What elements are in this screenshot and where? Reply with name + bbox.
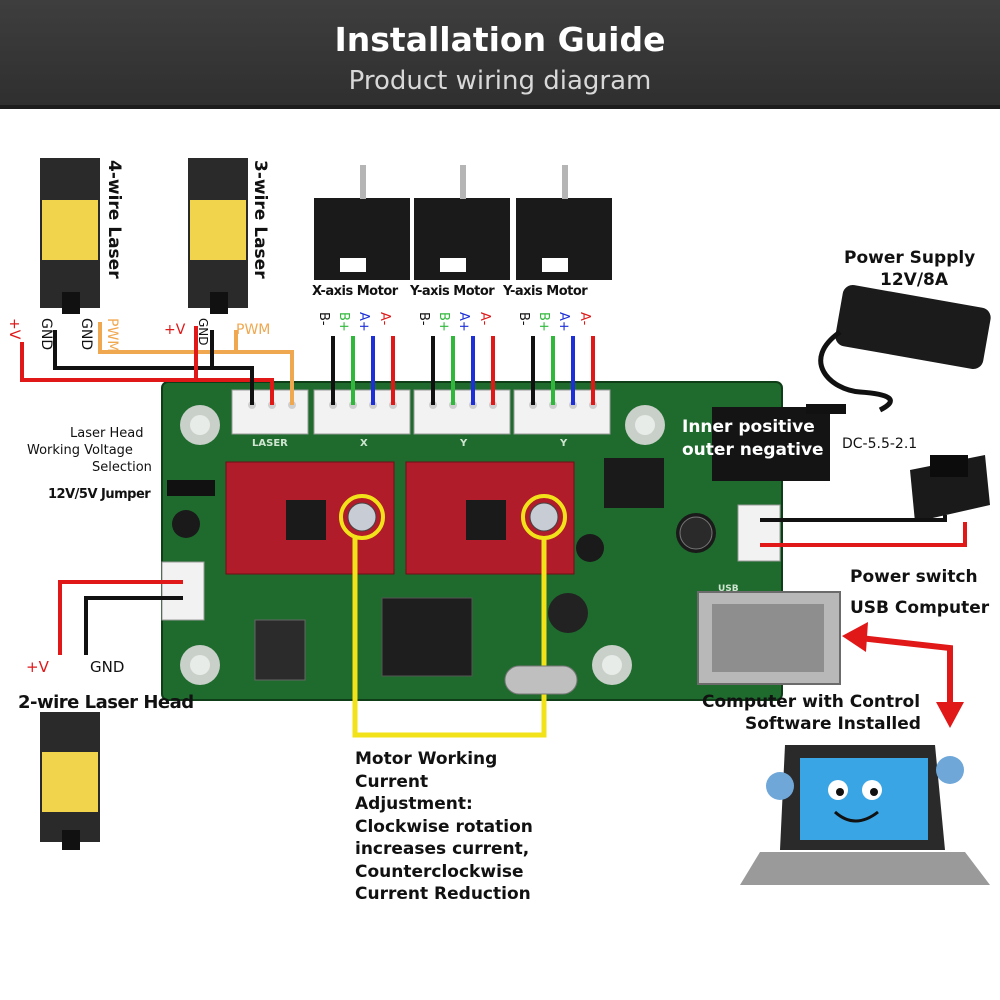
mcu-chip	[381, 597, 473, 677]
computer-label-line1: Computer with Control	[702, 692, 921, 712]
motor-label-x: X-axis Motor	[312, 284, 398, 299]
power-jack	[712, 407, 830, 481]
silk-laser: LASER	[252, 438, 288, 449]
pin-label: A+	[556, 312, 571, 332]
voltage-label-line3: Selection	[92, 460, 152, 475]
four-wire-plus-v: +V	[6, 318, 22, 340]
pin-label: A+	[456, 312, 471, 332]
pin-label: B+	[536, 312, 551, 332]
pin-label: A-	[577, 312, 592, 326]
four-wire-gnd-2: GND	[78, 318, 94, 351]
motor-label-y1: Y-axis Motor	[410, 284, 495, 299]
power-supply-title: Power Supply	[844, 248, 976, 268]
four-wire-laser-label: 4-wire Laser	[104, 160, 124, 279]
motor-label-y2: Y-axis Motor	[503, 284, 588, 299]
current-adjustment-note: Motor Working Current Adjustment: Clockw…	[355, 748, 615, 906]
four-wire-gnd: GND	[38, 318, 54, 351]
usb-arrow	[842, 622, 964, 728]
stepper-motor-y1	[414, 165, 510, 280]
two-wire-laser-module	[40, 712, 100, 850]
laptop-computer	[740, 745, 990, 885]
pin-label: B-	[316, 312, 331, 326]
y-connector-1	[413, 389, 511, 435]
pin-label: A+	[356, 312, 371, 332]
header-banner	[0, 0, 1000, 109]
silk-x: X	[360, 438, 368, 449]
page-title: Installation Guide	[334, 20, 666, 59]
stepper-motor-x	[314, 165, 410, 280]
note-line: Clockwise rotation	[355, 816, 533, 837]
power-switch-label: Power switch	[850, 567, 978, 587]
polarity-line2: outer negative	[682, 440, 824, 460]
x-connector	[313, 389, 411, 435]
mounting-holes	[180, 405, 665, 685]
silk-y1: Y	[460, 438, 468, 449]
two-wire-plus-v: +V	[26, 658, 49, 676]
two-wire-laser-label: 2-wire Laser Head	[18, 692, 194, 713]
two-wire-gnd: GND	[90, 658, 125, 676]
rocker-switch	[910, 455, 990, 522]
pin-label: B+	[436, 312, 451, 332]
silk-y2: Y	[560, 438, 568, 449]
pin-label: A-	[377, 312, 392, 326]
three-wire-pwm: PWM	[236, 322, 271, 338]
voltage-jumper	[167, 480, 215, 496]
potentiometer-2	[529, 502, 559, 532]
note-line: Motor Working	[355, 749, 498, 769]
computer-label-line2: Software Installed	[745, 714, 921, 734]
silk-usb: USB	[718, 584, 739, 594]
three-wire-laser-label: 3-wire Laser	[250, 160, 270, 279]
usb-computer-label: USB Computer	[850, 598, 990, 618]
note-line: Current	[355, 771, 429, 792]
note-line: Adjustment:	[355, 794, 473, 814]
callout-line	[352, 538, 547, 738]
jumper-label: 12V/5V Jumper	[48, 487, 151, 502]
power-supply-rating: 12V/8A	[880, 270, 949, 290]
page-subtitle: Product wiring diagram	[348, 66, 652, 96]
voltage-label-line1: Laser Head	[70, 426, 144, 441]
three-wire-plus-v: +V	[164, 322, 186, 338]
voltage-label-line2: Working Voltage	[27, 443, 133, 458]
polarity-line1: Inner positive	[682, 417, 815, 437]
four-wire-laser-module	[40, 158, 100, 314]
note-line: increases current,	[355, 839, 530, 859]
note-line: Current Reduction	[355, 884, 531, 904]
three-wire-gnd: GND	[196, 318, 210, 346]
pin-label: A-	[477, 312, 492, 326]
pin-label: B+	[336, 312, 351, 332]
pin-label: B-	[516, 312, 531, 326]
connector-spec: DC-5.5-2.1	[842, 436, 918, 452]
y-connector-2	[513, 389, 611, 435]
pin-label: B-	[416, 312, 431, 326]
stepper-motor-y2	[516, 165, 612, 280]
three-wire-laser-module	[188, 158, 248, 314]
power-supply-brick	[806, 285, 991, 414]
four-wire-pwm: PWM	[104, 318, 120, 353]
note-line: Counterclockwise	[355, 861, 524, 882]
potentiometer-1	[347, 502, 377, 532]
